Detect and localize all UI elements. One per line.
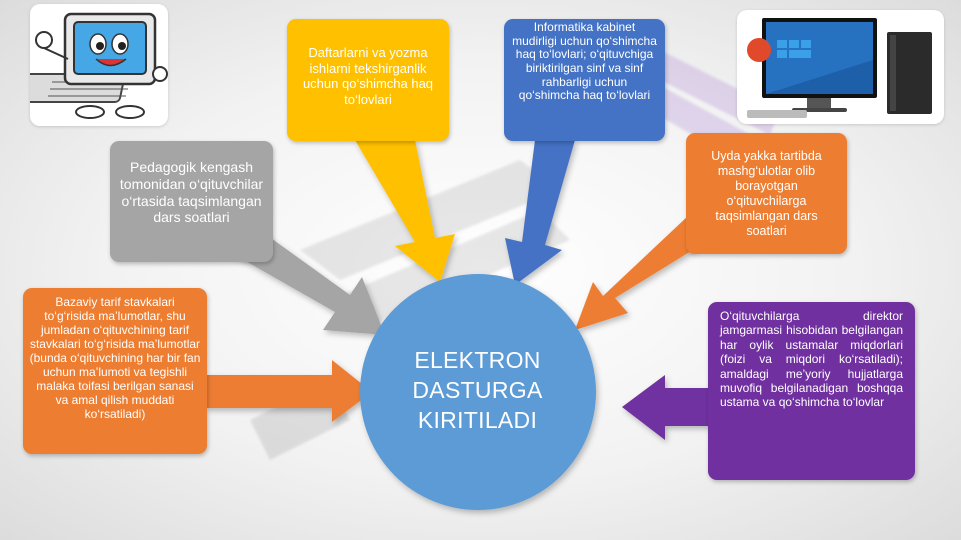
- box-informatics-cabinet: Informatika kabinet mudirligi uchun qo‘s…: [504, 19, 665, 141]
- center-label: ELEKTRON DASTURGA KIRITILADI: [412, 347, 543, 433]
- box-informatics-cabinet-text: Informatika kabinet mudirligi uchun qo‘s…: [512, 20, 657, 103]
- blue-arrow: [505, 140, 575, 285]
- center-circle: [360, 274, 596, 510]
- box-tariff-rates-text: Bazaviy tarif stavkalari to‘g‘risida ma’…: [29, 295, 201, 422]
- desktop-computer-photo: [747, 18, 932, 118]
- box-pedagogical-council-text: Pedagogik kengash tomonidan o‘qituvchila…: [119, 159, 264, 226]
- computer-cartoon-icon: [18, 12, 168, 119]
- box-pedagogical-council: Pedagogik kengash tomonidan o‘qituvchila…: [110, 141, 273, 262]
- yellow-arrow: [355, 140, 455, 282]
- box-notebook-checking: Daftarlarni va yozma ishlarni tekshirgan…: [287, 19, 449, 141]
- box-home-lessons: Uyda yakka tartibda mashg‘ulotlar olib b…: [686, 133, 847, 254]
- purple-arrow: [622, 375, 712, 440]
- box-notebook-checking-text: Daftarlarni va yozma ishlarni tekshirgan…: [302, 45, 434, 107]
- orange-left-arrow: [205, 360, 372, 422]
- box-director-fund-bonuses: O‘qituvchilarga direktor jamgarmasi hiso…: [708, 302, 915, 480]
- desktop-computer-card: [737, 10, 944, 124]
- box-tariff-rates: Bazaviy tarif stavkalari to‘g‘risida ma’…: [23, 288, 207, 454]
- computer-cartoon-card: [18, 4, 168, 126]
- box-home-lessons-text: Uyda yakka tartibda mashg‘ulotlar olib b…: [711, 149, 822, 238]
- box-director-fund-bonuses-text: O‘qituvchilarga direktor jamgarmasi hiso…: [720, 309, 903, 410]
